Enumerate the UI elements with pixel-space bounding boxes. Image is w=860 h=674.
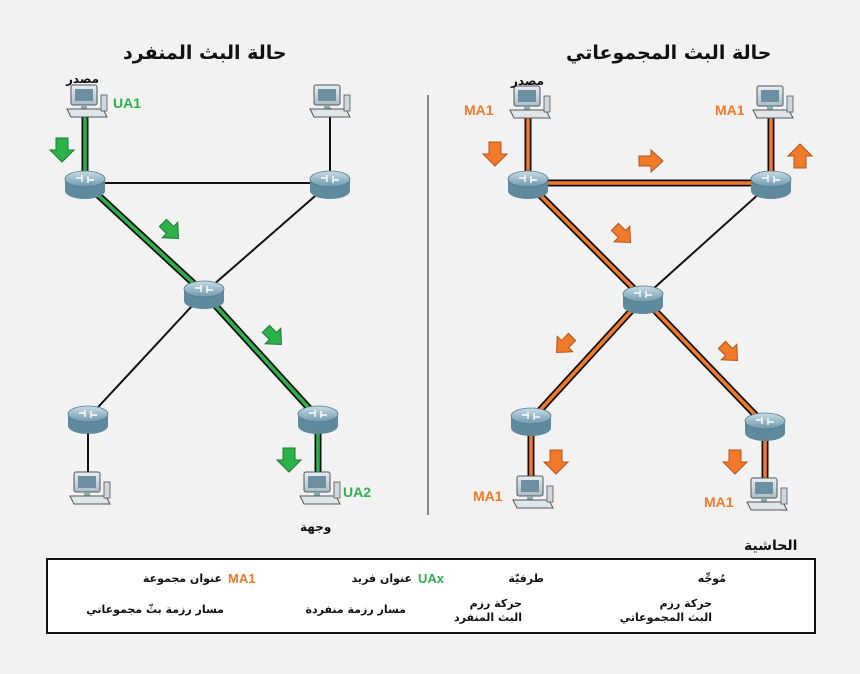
multicast-bottom-left-address: MA1 — [473, 488, 503, 504]
legend-unicast-address-label: عنوان فريد — [351, 572, 412, 585]
unicast-source-label: مصدر — [66, 72, 100, 86]
multicast-links — [642, 182, 772, 299]
multicast-title: حالة البث المجموعاتي — [566, 42, 772, 64]
multicast-router-bottom-left — [510, 407, 552, 437]
multicast-terminal-bottom-left — [512, 475, 554, 509]
multicast-router-top-right — [750, 170, 792, 200]
unicast-source-terminal — [66, 84, 108, 118]
unicast-destination-address: UA2 — [343, 484, 372, 500]
legend-multicast-traffic-line2: البث المجموعاتي — [619, 611, 712, 624]
unicast-destination-terminal — [299, 471, 341, 505]
multicast-source-terminal — [509, 85, 551, 119]
legend-unicast-path-label: مسار رزمة منفردة — [305, 603, 406, 616]
multicast-top-right-address: MA1 — [715, 102, 745, 118]
unicast-router-center — [183, 280, 225, 310]
unicast-router-top-left — [64, 170, 106, 200]
legend-multicast-address-code: MA1 — [228, 571, 256, 586]
unicast-traffic-arrows — [48, 137, 303, 473]
unicast-router-bottom-right — [297, 405, 339, 435]
legend-title: الحاشية — [744, 538, 798, 554]
unicast-terminal-bottom-left — [69, 471, 111, 505]
unicast-links — [85, 108, 331, 490]
legend-unicast-traffic-line2: البث المنفرد — [453, 611, 522, 624]
legend-multicast-traffic-line1: حركة رزم — [659, 597, 712, 610]
multicast-terminal-bottom-right — [746, 477, 788, 511]
legend-multicast-path-label: مسار رزمة بثّ مجموعاتي — [86, 603, 224, 616]
legend — [46, 558, 816, 634]
multicast-router-center — [622, 285, 664, 315]
legend-unicast-traffic-line1: حركة رزم — [469, 597, 522, 610]
multicast-router-bottom-right — [744, 412, 786, 442]
unicast-router-top-right — [309, 170, 351, 200]
multicast-bottom-right-address: MA1 — [704, 494, 734, 510]
multicast-source-label: مصدر — [511, 74, 545, 88]
legend-unicast-address-code: UAx — [418, 571, 445, 586]
unicast-title: حالة البث المنفرد — [123, 42, 287, 64]
multicast-traffic-arrows — [481, 141, 814, 475]
multicast-terminal-top-right — [752, 85, 794, 119]
unicast-router-bottom-left — [67, 405, 109, 435]
legend-terminal-label: طرفيّة — [508, 572, 544, 585]
legend-router-label: مُوجِّه — [697, 572, 726, 585]
unicast-source-address: UA1 — [113, 95, 142, 111]
legend-multicast-address-label: عنوان مجموعة — [142, 572, 222, 585]
multicast-router-top-left — [507, 170, 549, 200]
unicast-destination-label: وجهة — [300, 520, 332, 534]
multicast-source-address: MA1 — [464, 102, 494, 118]
unicast-terminal-top-right — [309, 84, 351, 118]
